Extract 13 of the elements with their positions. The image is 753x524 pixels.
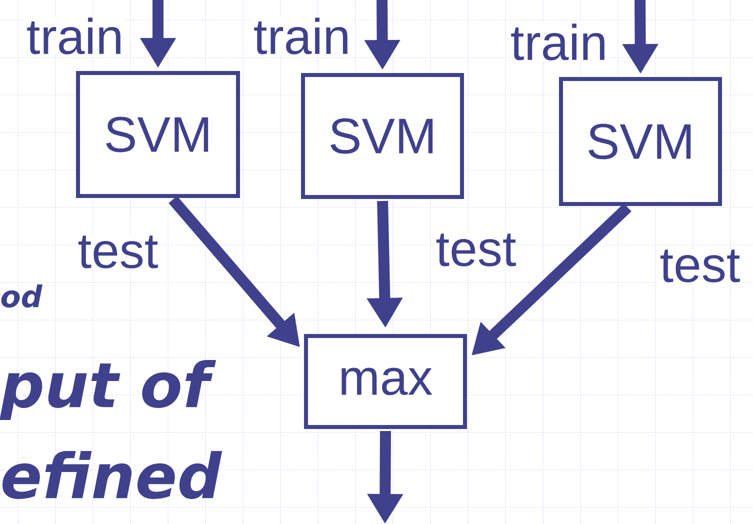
- slide-text: efined: [2, 451, 222, 499]
- edge-label: test: [76, 234, 160, 270]
- process-box: SVM: [559, 77, 722, 206]
- edge-label: train: [252, 16, 352, 56]
- edge-label: test: [434, 232, 518, 268]
- slide-text: od: [1, 284, 43, 308]
- process-box: max: [304, 334, 467, 429]
- edge-label: train: [25, 16, 125, 56]
- process-box: SVM: [76, 71, 240, 198]
- process-box: SVM: [301, 73, 464, 199]
- edge-label: train: [509, 22, 609, 62]
- edge-label: test: [658, 248, 742, 284]
- slide-text: put of: [0, 360, 216, 420]
